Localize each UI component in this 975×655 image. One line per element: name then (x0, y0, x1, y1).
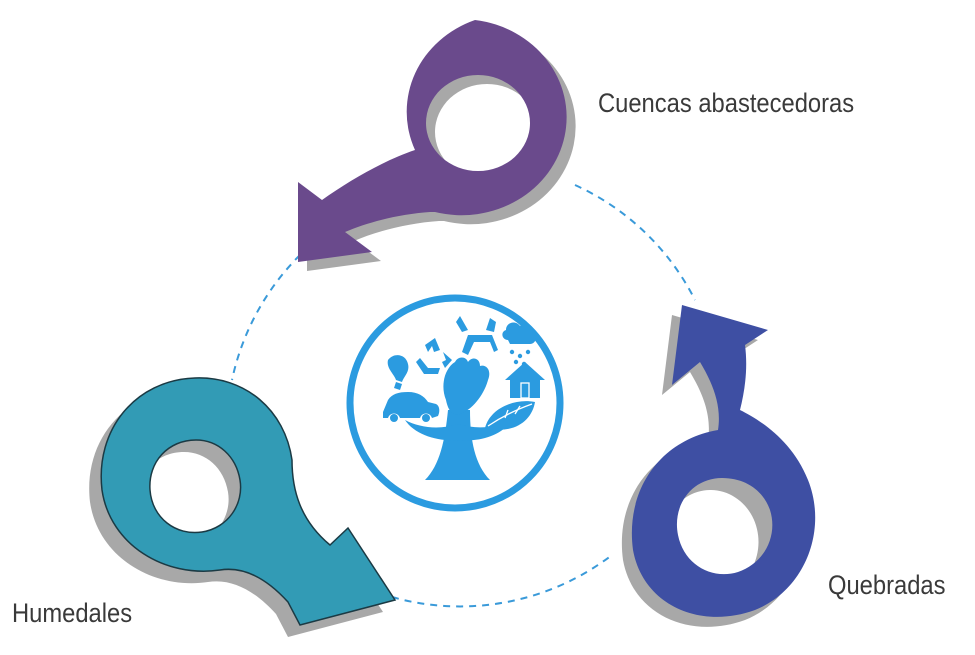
tree-crown-icon (405, 418, 512, 441)
deer-icon (456, 316, 498, 355)
light-bulb-icon (387, 355, 409, 390)
dashed-connector-left (231, 254, 301, 381)
hand-icon (443, 357, 490, 415)
cuencas-arrow-shape (298, 20, 567, 262)
label-cuencas: Cuencas abastecedoras (598, 89, 854, 119)
dashed-connector-bottom (391, 554, 613, 608)
quebradas-arrow-icon (621, 305, 816, 627)
dashed-cycle-path (231, 184, 696, 608)
recycle-icon (416, 338, 452, 374)
rain-cloud-icon (502, 322, 536, 344)
label-quebradas: Quebradas (828, 571, 946, 601)
humedales-arrow-icon (89, 377, 397, 637)
tree-icon (425, 410, 490, 480)
label-humedales: Humedales (12, 599, 132, 629)
quebradas-arrow-shape (631, 305, 816, 617)
dashed-connector-top-right (574, 184, 696, 301)
house-icon (505, 362, 545, 398)
cuencas-arrow-icon (298, 20, 576, 271)
humedales-arrow-shape (100, 377, 397, 626)
car-icon (383, 392, 440, 418)
ecology-tree-emblem-icon (346, 294, 564, 512)
